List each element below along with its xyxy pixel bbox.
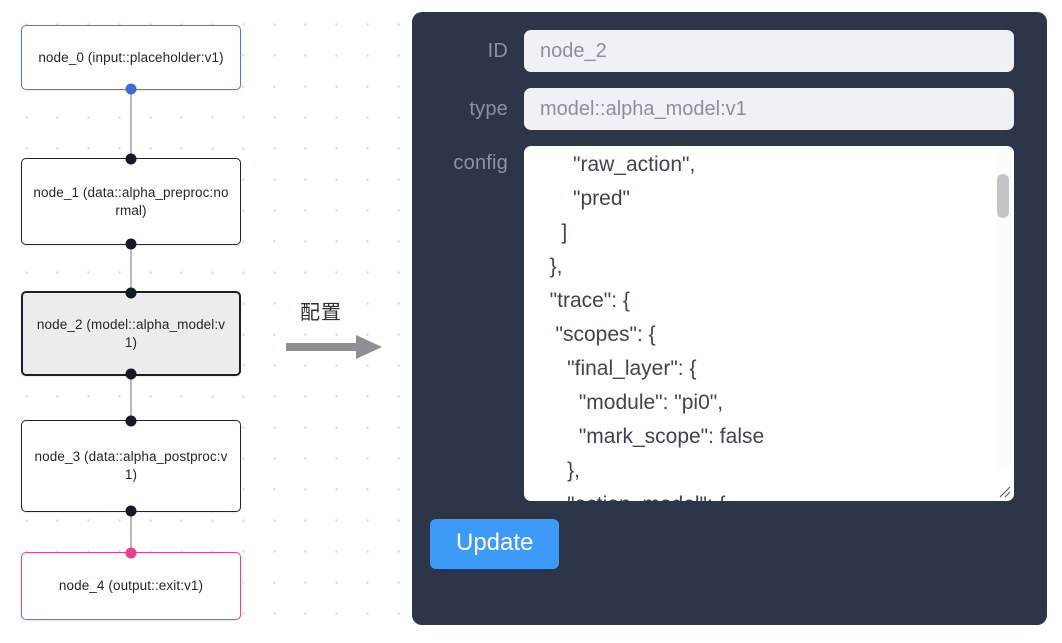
- edge-node1-node2: [130, 245, 132, 291]
- field-row-type: type: [412, 88, 1047, 130]
- graph-node-label: node_1 (data::alpha_preproc:normal): [33, 184, 229, 218]
- graph-node-label: node_3 (data::alpha_postproc:v1): [34, 449, 228, 482]
- graph-node-label: node_2 (model::alpha_model:v1): [36, 316, 226, 350]
- update-button[interactable]: Update: [430, 519, 560, 569]
- graph-canvas[interactable]: node_0 (input::placeholder:v1) node_1 (d…: [0, 0, 400, 643]
- right-arrow-icon: [286, 335, 382, 359]
- field-row-config: config "raw_action", "pred" ] }, "trace"…: [412, 146, 1047, 501]
- id-input[interactable]: [524, 30, 1014, 72]
- config-scrollbar-thumb[interactable]: [997, 174, 1009, 218]
- node-handle-bottom[interactable]: [125, 238, 137, 250]
- node-handle-top[interactable]: [125, 153, 137, 165]
- edge-node3-node4: [130, 512, 132, 552]
- node-config-panel: ID type config "raw_action", "pred" ] },…: [412, 12, 1047, 625]
- config-field-label: config: [453, 152, 508, 174]
- graph-node-label: node_4 (output::exit:v1): [58, 578, 204, 593]
- graph-node-node_0[interactable]: node_0 (input::placeholder:v1): [21, 25, 241, 95]
- node-handle-bottom[interactable]: [125, 83, 137, 95]
- id-field-label: ID: [487, 40, 508, 62]
- edge-node2-node3: [130, 376, 132, 420]
- node-handle-bottom[interactable]: [125, 368, 137, 380]
- type-field-label: type: [469, 98, 508, 120]
- node-handle-top[interactable]: [125, 287, 137, 299]
- graph-node-node_1[interactable]: node_1 (data::alpha_preproc:normal): [21, 153, 241, 250]
- annotation-label: 配置: [300, 302, 342, 324]
- config-scrollbar-track[interactable]: [996, 150, 1011, 470]
- field-row-id: ID: [412, 30, 1047, 72]
- edge-node0-node1: [130, 90, 132, 158]
- annotation-group: 配置: [286, 296, 396, 366]
- graph-node-node_3[interactable]: node_3 (data::alpha_postproc:v1): [21, 415, 241, 517]
- graph-node-node_4[interactable]: node_4 (output::exit:v1): [21, 547, 241, 620]
- node-handle-top[interactable]: [125, 415, 137, 427]
- node-handle-bottom[interactable]: [125, 505, 137, 517]
- graph-node-label: node_0 (input::placeholder:v1): [38, 49, 224, 65]
- node-handle-top[interactable]: [125, 547, 137, 559]
- config-textarea-wrapper: "raw_action", "pred" ] }, "trace": { "sc…: [524, 146, 1014, 501]
- type-input[interactable]: [524, 88, 1014, 130]
- config-textarea[interactable]: "raw_action", "pred" ] }, "trace": { "sc…: [524, 146, 1014, 501]
- graph-node-node_2[interactable]: node_2 (model::alpha_model:v1): [21, 287, 241, 380]
